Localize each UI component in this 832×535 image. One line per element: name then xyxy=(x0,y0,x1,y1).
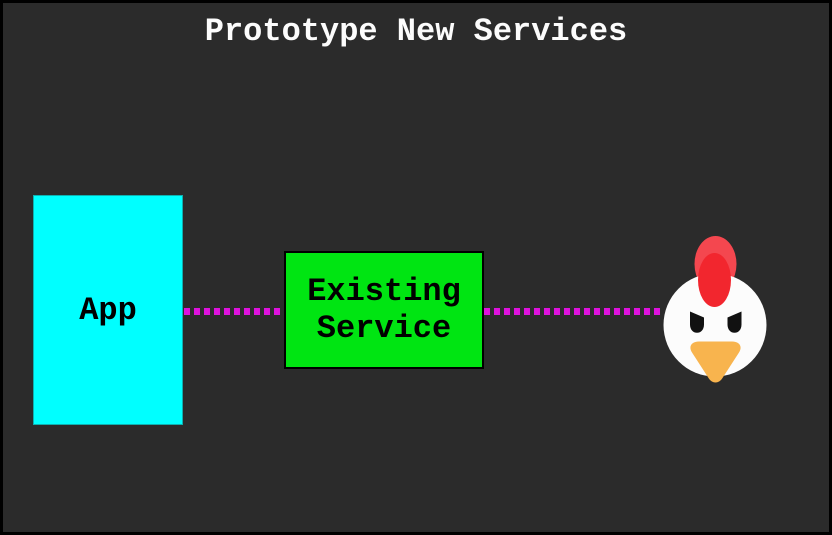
chicken-head xyxy=(663,273,767,377)
node-existing-service-label-line2: Service xyxy=(316,310,452,347)
chicken-left-eye xyxy=(690,311,704,333)
node-app-label: App xyxy=(79,291,137,329)
chicken-comb-front xyxy=(698,253,731,307)
node-app: App xyxy=(33,195,183,425)
node-existing-service-label-line1: Existing xyxy=(307,273,461,310)
chicken-right-eye xyxy=(727,311,742,333)
edge-app-to-existing-service xyxy=(184,308,284,315)
angry-chicken-icon xyxy=(663,236,767,383)
diagram-title: Prototype New Services xyxy=(204,13,628,50)
chicken-beak xyxy=(690,341,741,383)
node-existing-service: Existing Service xyxy=(284,251,484,369)
edge-existing-service-to-chicken xyxy=(484,308,664,315)
